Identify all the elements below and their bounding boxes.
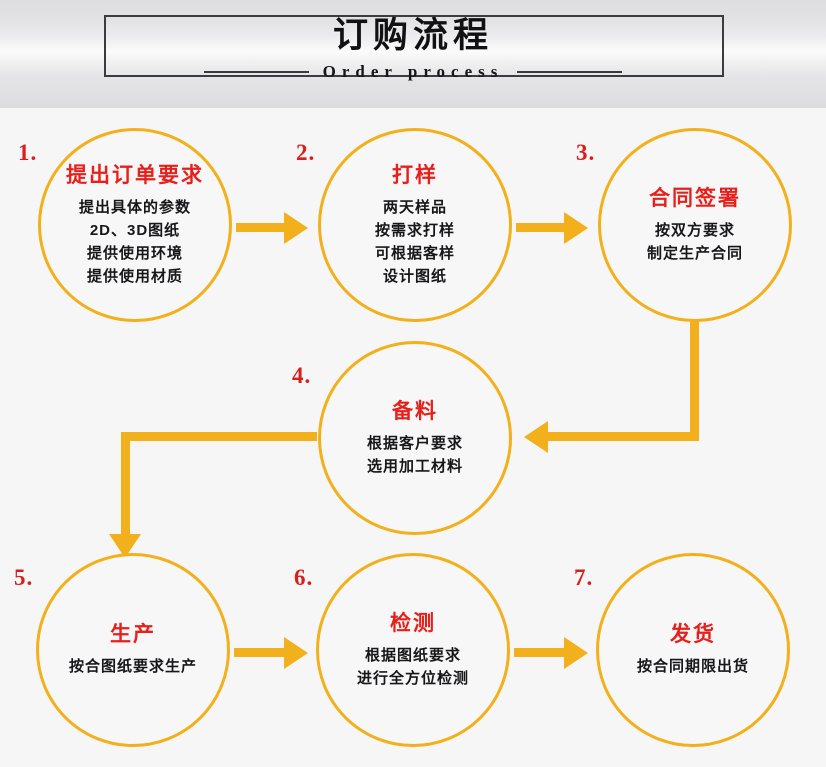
step-lines-1: 提出具体的参数 2D、3D图纸 提供使用环境 提供使用材质 [79, 196, 191, 288]
page-subtitle: Order process [322, 62, 504, 81]
arrow-step2-to-step3-head-icon [564, 212, 588, 244]
step-line: 选用加工材料 [366, 457, 463, 475]
arrow-step1-to-step2-shaft [236, 223, 286, 232]
step-line: 按需求打样 [374, 221, 455, 239]
step-number-2: 2. [296, 140, 316, 165]
arrow-step4-to-step5-horizontal [121, 432, 317, 441]
arrow-step6-to-step7-head-icon [564, 637, 588, 669]
step-node-4[interactable]: 备料 根据客户要求 选用加工材料 [318, 341, 512, 535]
step-line: 根据图纸要求 [364, 646, 461, 664]
step-line: 按合同期限出货 [636, 658, 749, 675]
header-rule-left [203, 71, 309, 73]
step-title-3: 合同签署 [649, 186, 741, 210]
step-lines-3: 按双方要求 制定生产合同 [647, 219, 743, 265]
step-line: 提供使用材质 [86, 267, 183, 285]
step-number-6: 6. [294, 565, 314, 590]
step-line: 制定生产合同 [646, 244, 743, 262]
step-node-2[interactable]: 打样 两天样品 按需求打样 可根据客样 设计图纸 [318, 128, 512, 322]
step-node-5[interactable]: 生产 按合图纸要求生产 [36, 553, 230, 747]
step-line: 进行全方位检测 [356, 669, 469, 687]
arrow-step4-to-step5-vertical [121, 432, 130, 538]
arrow-step5-to-step6-head-icon [284, 637, 308, 669]
step-title-1: 提出订单要求 [66, 163, 204, 187]
header-rule-right [517, 71, 623, 73]
step-lines-5: 按合图纸要求生产 [69, 655, 197, 678]
step-lines-7: 按合同期限出货 [637, 655, 749, 678]
step-line: 按双方要求 [654, 221, 735, 239]
step-number-1: 1. [18, 140, 38, 165]
step-lines-6: 根据图纸要求 进行全方位检测 [357, 644, 469, 690]
step-number-4: 4. [292, 363, 312, 388]
step-line: 设计图纸 [382, 267, 447, 285]
arrow-step3-to-step4-head-icon [524, 421, 548, 453]
page-title: 订购流程 [332, 16, 493, 55]
step-node-6[interactable]: 检测 根据图纸要求 进行全方位检测 [316, 553, 510, 747]
step-number-7: 7. [574, 565, 594, 590]
flow-diagram: 1. 提出订单要求 提出具体的参数 2D、3D图纸 提供使用环境 提供使用材质 … [0, 108, 826, 767]
step-lines-2: 两天样品 按需求打样 可根据客样 设计图纸 [375, 196, 455, 288]
header-band: 订购流程 Order process [0, 0, 826, 108]
arrow-step2-to-step3-shaft [516, 223, 566, 232]
step-lines-4: 根据客户要求 选用加工材料 [367, 432, 463, 478]
header-subtitle-row: Order process [0, 62, 826, 82]
step-title-6: 检测 [390, 611, 436, 635]
step-node-1[interactable]: 提出订单要求 提出具体的参数 2D、3D图纸 提供使用环境 提供使用材质 [38, 128, 232, 322]
arrow-step6-to-step7-shaft [514, 648, 566, 657]
step-line: 根据客户要求 [366, 434, 463, 452]
step-node-3[interactable]: 合同签署 按双方要求 制定生产合同 [598, 128, 792, 322]
arrow-step3-to-step4-vertical [690, 320, 699, 441]
step-line: 2D、3D图纸 [89, 221, 181, 239]
step-line: 两天样品 [382, 198, 447, 216]
arrow-step1-to-step2-head-icon [284, 212, 308, 244]
step-number-3: 3. [576, 140, 596, 165]
step-number-5: 5. [14, 565, 34, 590]
step-title-2: 打样 [392, 163, 438, 187]
step-line: 提出具体的参数 [78, 198, 191, 216]
step-title-7: 发货 [670, 623, 716, 646]
arrow-step3-to-step4-horizontal [548, 432, 699, 441]
step-title-5: 生产 [110, 623, 156, 646]
step-line: 可根据客样 [374, 244, 455, 262]
step-node-7[interactable]: 发货 按合同期限出货 [596, 553, 790, 747]
arrow-step5-to-step6-shaft [234, 648, 286, 657]
step-title-4: 备料 [392, 399, 438, 423]
header-frame [104, 15, 724, 77]
step-line: 提供使用环境 [86, 244, 183, 262]
step-line: 按合图纸要求生产 [68, 658, 197, 675]
